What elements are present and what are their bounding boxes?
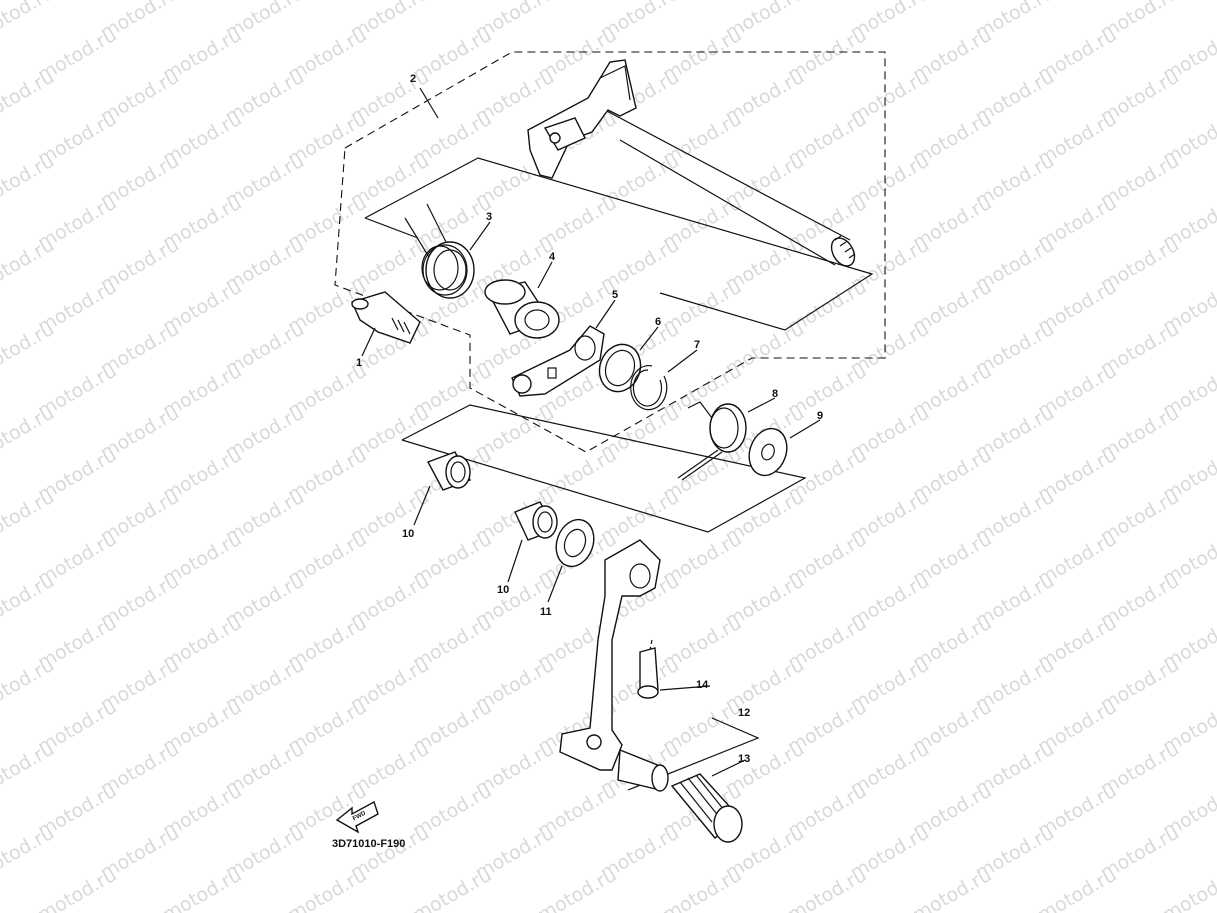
assembly-boundary-dashed (334, 51, 886, 453)
callout-3: 3 (486, 211, 492, 223)
callout-4: 4 (549, 251, 556, 263)
callout-7: 7 (694, 339, 700, 351)
bearing-part-10-b (514, 501, 558, 541)
callout-10-a: 10 (402, 528, 414, 540)
pinch-bolt-part-14 (637, 639, 659, 699)
oil-seal-part-11 (555, 518, 595, 568)
stopper-lever-part-5 (511, 325, 605, 397)
fwd-direction-badge: FWD (335, 800, 379, 834)
callout-2: 2 (410, 73, 416, 85)
shift-shaft (527, 59, 856, 267)
callout-9: 9 (817, 410, 823, 422)
callout-5: 5 (612, 289, 618, 301)
shaft-group-outline (364, 157, 874, 331)
callout-14: 14 (696, 679, 709, 691)
shaft-group-outline-2 (364, 217, 419, 239)
washer-part-9 (748, 427, 788, 477)
leader-lines (361, 87, 821, 777)
callout-12: 12 (738, 707, 750, 719)
bearing-group-outline (401, 404, 807, 533)
washer-part-6 (598, 343, 642, 393)
stud-bolt-part-1 (351, 291, 421, 344)
callout-10-b: 10 (497, 584, 509, 596)
torsion-spring-part-3 (404, 203, 475, 299)
collar-part-4 (484, 279, 560, 339)
callout-6: 6 (655, 316, 661, 328)
shift-pedal-part-12 (559, 539, 669, 792)
callout-8: 8 (772, 388, 778, 400)
callout-11: 11 (540, 606, 552, 618)
circlip-part-7 (630, 365, 668, 411)
callout-1: 1 (356, 357, 362, 369)
diagram-code: 3D71010-F190 (332, 838, 405, 850)
pedal-rubber-part-13 (670, 773, 743, 843)
callout-13: 13 (738, 753, 750, 765)
bearing-part-10-a (427, 451, 471, 491)
pedal-group-outline (627, 717, 760, 791)
return-spring-part-8 (677, 401, 747, 481)
